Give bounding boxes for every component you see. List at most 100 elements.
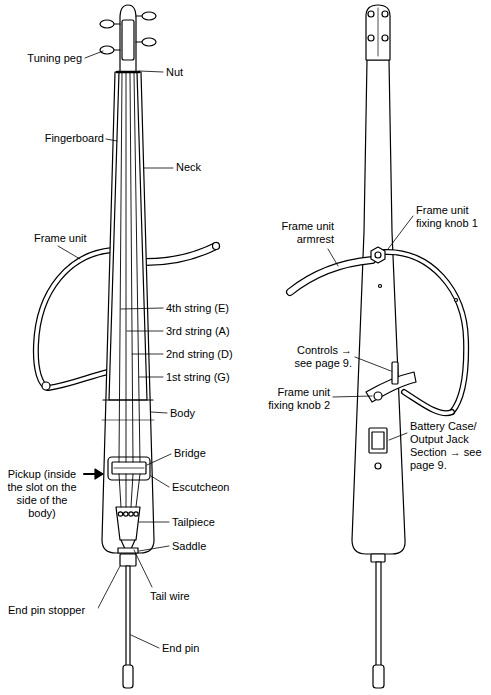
part-label: Body bbox=[170, 407, 206, 420]
part-label: Battery Case/ Output Jack Section → see … bbox=[410, 420, 488, 472]
illustration-part bbox=[134, 550, 152, 587]
illustration-part bbox=[118, 512, 122, 516]
part-label: Bridge bbox=[174, 447, 218, 460]
part-label: Frame unit bbox=[34, 232, 94, 245]
illustration-part bbox=[455, 299, 458, 302]
part-label: End pin bbox=[162, 642, 208, 655]
illustration-part bbox=[36, 250, 112, 388]
illustration-part bbox=[127, 331, 163, 332]
part-label: 2nd string (D) bbox=[166, 348, 244, 361]
illustration-part bbox=[122, 20, 134, 60]
illustration-part bbox=[106, 139, 117, 141]
illustration-part bbox=[132, 354, 163, 355]
illustration-part bbox=[371, 554, 385, 562]
illustration-part bbox=[102, 420, 154, 421]
illustration-part bbox=[120, 5, 136, 72]
illustration-part bbox=[134, 512, 138, 516]
illustration-part bbox=[366, 5, 390, 60]
illustration-part bbox=[58, 246, 80, 259]
illustration-part bbox=[374, 392, 382, 400]
illustration-part bbox=[112, 462, 146, 474]
illustration-part bbox=[120, 554, 136, 566]
part-label: Controls → see page 9. bbox=[280, 344, 352, 370]
front-hardware bbox=[108, 457, 150, 688]
illustration-part bbox=[139, 71, 163, 72]
illustration-part bbox=[103, 399, 153, 400]
illustration-part bbox=[146, 246, 216, 262]
illustration-part bbox=[117, 71, 139, 74]
illustration-part bbox=[139, 546, 169, 551]
part-label: End pin stopper bbox=[8, 604, 98, 617]
illustration-part bbox=[124, 512, 128, 516]
illustration-part bbox=[97, 566, 120, 610]
illustration-part bbox=[134, 72, 140, 507]
front-head bbox=[100, 5, 156, 72]
illustration-part bbox=[119, 72, 122, 507]
illustration-part bbox=[379, 285, 382, 288]
part-label: Frame unit fixing knob 1 bbox=[416, 204, 488, 230]
illustration-part bbox=[129, 512, 133, 516]
illustration-part bbox=[372, 432, 384, 449]
part-label: 4th string (E) bbox=[166, 302, 244, 315]
part-label: Frame unit fixing knob 2 bbox=[258, 386, 330, 412]
illustration-part bbox=[102, 72, 154, 553]
illustration-part bbox=[382, 35, 388, 41]
illustration-part bbox=[382, 11, 388, 17]
illustration-part bbox=[36, 5, 466, 688]
pickup-arrow bbox=[84, 469, 103, 479]
illustration-part bbox=[333, 396, 372, 397]
part-label: Tail wire bbox=[150, 590, 202, 603]
illustration-part bbox=[328, 249, 338, 266]
illustration-part bbox=[100, 20, 114, 28]
illustration-part bbox=[147, 454, 171, 465]
illustration-part bbox=[48, 372, 108, 388]
illustration-part bbox=[36, 250, 112, 388]
illustration-part bbox=[100, 46, 114, 54]
illustration-part bbox=[352, 60, 405, 554]
illustration-part bbox=[142, 12, 156, 20]
illustration-part bbox=[109, 72, 147, 400]
illustration-part bbox=[290, 260, 372, 292]
illustration-part bbox=[376, 562, 381, 666]
part-label: 3rd string (A) bbox=[166, 325, 244, 338]
illustration-part bbox=[151, 412, 167, 413]
illustration-part bbox=[139, 377, 163, 378]
illustration-part bbox=[290, 260, 372, 292]
front-body bbox=[102, 72, 154, 553]
illustration-part bbox=[368, 11, 374, 17]
leader-lines bbox=[58, 51, 413, 648]
illustration-part bbox=[116, 507, 140, 540]
illustration-part bbox=[139, 522, 169, 523]
illustration-part bbox=[142, 38, 156, 46]
illustration-part bbox=[121, 308, 163, 309]
illustration-part bbox=[114, 468, 144, 469]
part-label: Frame unit armrest bbox=[274, 220, 334, 246]
illustration-part bbox=[108, 457, 150, 480]
illustration-part bbox=[404, 392, 452, 413]
part-label: Escutcheon bbox=[172, 481, 234, 494]
illustration-part bbox=[84, 473, 96, 475]
illustration-part bbox=[404, 392, 452, 413]
part-label: Fingerboard bbox=[40, 132, 104, 145]
illustration-part bbox=[366, 372, 416, 402]
illustration-part bbox=[146, 246, 216, 262]
illustration-part bbox=[368, 35, 374, 41]
illustration-part bbox=[375, 463, 381, 469]
part-label: Pickup (inside the slot on the side of t… bbox=[2, 468, 82, 520]
illustration-part bbox=[85, 51, 103, 58]
illustration-part bbox=[123, 665, 133, 688]
strings bbox=[119, 72, 140, 507]
illustration-part bbox=[378, 8, 379, 56]
part-label: Saddle bbox=[172, 540, 216, 553]
part-label: Tailpiece bbox=[172, 516, 228, 529]
illustration-part bbox=[371, 247, 385, 263]
illustration-part bbox=[144, 168, 173, 169]
illustration-part bbox=[48, 372, 108, 388]
illustration-part bbox=[355, 357, 391, 371]
illustration-part bbox=[392, 362, 398, 384]
back-hardware bbox=[369, 428, 387, 688]
back-body bbox=[352, 5, 405, 554]
part-label: Neck bbox=[176, 161, 206, 174]
